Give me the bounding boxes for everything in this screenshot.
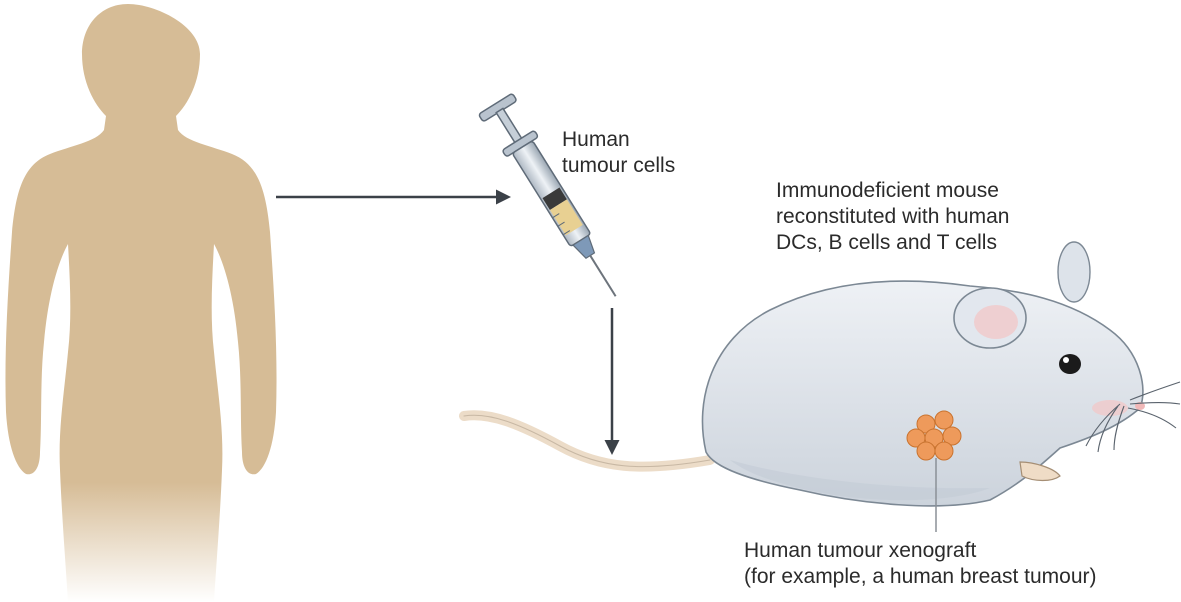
label-line: reconstituted with human bbox=[776, 205, 1010, 228]
human-silhouette-icon bbox=[5, 4, 277, 602]
mouse-icon bbox=[459, 241, 1181, 507]
syringe-icon bbox=[478, 93, 617, 297]
label-line: tumour cells bbox=[562, 154, 676, 177]
label-line: DCs, B cells and T cells bbox=[776, 231, 997, 254]
label-line: Human tumour xenograft bbox=[744, 539, 977, 562]
label-line: (for example, a human breast tumour) bbox=[744, 565, 1097, 588]
label-immunodeficient-mouse: Immunodeficient mouse reconstituted with… bbox=[776, 178, 1009, 256]
tumour-xenograft-icon bbox=[906, 410, 962, 532]
label-line: Human bbox=[562, 128, 630, 151]
label-tumour-xenograft: Human tumour xenograft (for example, a h… bbox=[744, 538, 1097, 590]
mouse-tail-outline bbox=[463, 414, 711, 468]
label-line: Immunodeficient mouse bbox=[776, 179, 999, 202]
mouse-tail bbox=[459, 410, 715, 472]
mouse-body bbox=[701, 280, 1144, 507]
label-human-tumour-cells: Human tumour cells bbox=[562, 127, 675, 179]
